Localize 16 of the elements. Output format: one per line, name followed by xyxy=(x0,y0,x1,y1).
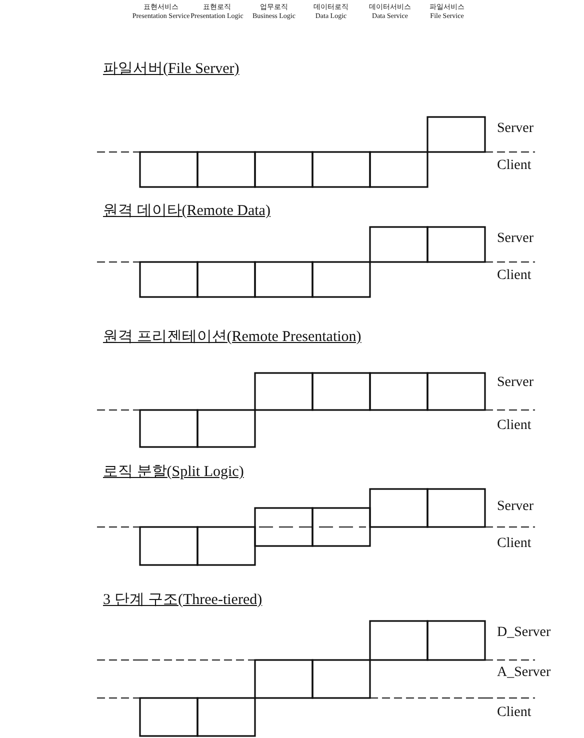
section-title: 원격 데이타(Remote Data) xyxy=(103,202,270,220)
tier-label: Client xyxy=(497,268,532,284)
tier-label: Client xyxy=(497,536,532,552)
tier-label: Client xyxy=(497,705,532,721)
tier-label: Server xyxy=(497,121,534,137)
tier-label: Client xyxy=(497,418,532,434)
tier-label: Server xyxy=(497,499,534,515)
tier-label: D_Server xyxy=(497,625,551,641)
section-title: 원격 프리젠테이션(Remote Presentation) xyxy=(103,328,362,346)
tier-label: A_Server xyxy=(497,665,551,681)
tier-label: Client xyxy=(497,158,532,174)
section-title: 파일서버(File Server) xyxy=(103,60,240,78)
tier-label: Server xyxy=(497,231,534,247)
section-title: 로직 분할(Split Logic) xyxy=(103,463,244,481)
section-title: 3 단계 구조(Three-tiered) xyxy=(103,591,262,609)
tier-label: Server xyxy=(497,375,534,391)
